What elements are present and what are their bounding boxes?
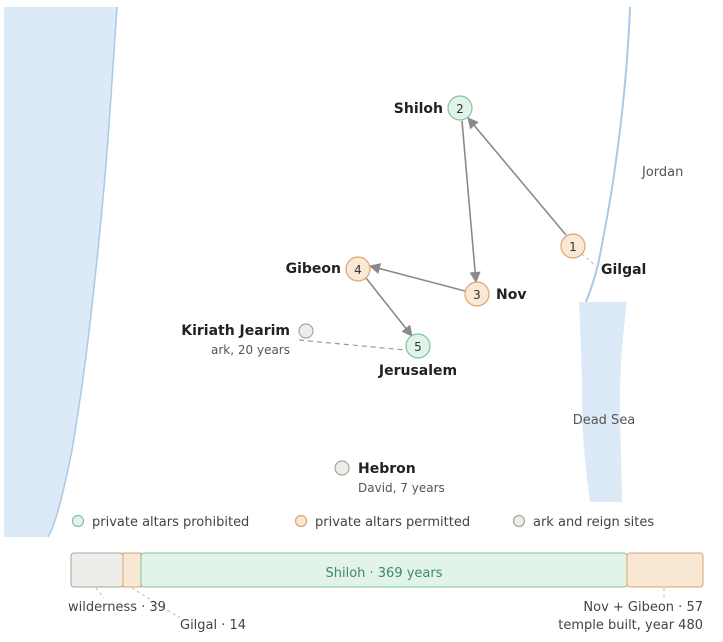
- route-arrow-nov-gibeon: [368, 263, 466, 292]
- timeline-segment-nov-gibeon[interactable]: [626, 552, 704, 588]
- site-marker-kiriath-jearim[interactable]: [298, 323, 314, 339]
- site-number-gilgal: 1: [569, 240, 577, 254]
- timeline-label-gilgal: Gilgal · 14: [180, 618, 246, 633]
- site-shiloh[interactable]: 2 Shiloh: [394, 95, 473, 121]
- site-number-gibeon: 4: [354, 263, 362, 277]
- legend-label-permitted: private altars permitted: [315, 515, 470, 530]
- site-name-nov: Nov: [496, 287, 526, 303]
- timeline-segment-wilderness[interactable]: [70, 552, 124, 588]
- timeline-end-note: temple built, year 480: [558, 618, 703, 633]
- route-arrow-shiloh-nov: [461, 120, 481, 284]
- site-marker-hebron[interactable]: [334, 460, 350, 476]
- site-nov[interactable]: 3 Nov: [464, 281, 526, 307]
- mediterranean-sea: [4, 7, 117, 537]
- site-hebron[interactable]: Hebron David, 7 years: [334, 460, 445, 495]
- site-name-shiloh: Shiloh: [394, 101, 443, 117]
- ark-link-kiriath-jearim-jerusalem: [298, 339, 406, 351]
- legend-label-prohibited: private altars prohibited: [92, 515, 249, 530]
- site-marker-shiloh[interactable]: [447, 95, 473, 121]
- site-gibeon[interactable]: 4 Gibeon: [286, 256, 371, 282]
- timeline-label-shiloh: Shiloh · 369 years: [325, 566, 442, 581]
- jordan-river: [585, 6, 631, 303]
- site-marker-jerusalem[interactable]: [405, 333, 431, 359]
- dead-sea: [579, 302, 627, 502]
- site-note-hebron: David, 7 years: [358, 481, 445, 495]
- timeline: Shiloh · 369 years wilderness · 39 Gilga…: [68, 552, 704, 633]
- timeline-segment-gilgal[interactable]: [122, 552, 142, 588]
- gilgal-leader: [581, 253, 597, 267]
- site-number-nov: 3: [473, 288, 481, 302]
- timeline-leader-wilderness: [95, 587, 105, 599]
- site-number-shiloh: 2: [456, 102, 464, 116]
- site-jerusalem[interactable]: 5 Jerusalem: [378, 333, 457, 379]
- site-kiriath-jearim[interactable]: Kiriath Jearim ark, 20 years: [181, 323, 314, 357]
- site-marker-nov[interactable]: [464, 281, 490, 307]
- timeline-label-nov-gibeon: Nov + Gibeon · 57: [583, 600, 703, 615]
- legend-swatch-prohibited: [71, 514, 85, 528]
- site-name-gibeon: Gibeon: [286, 261, 341, 277]
- timeline-label-wilderness: wilderness · 39: [68, 600, 166, 615]
- route-arrow-gilgal-shiloh: [467, 117, 567, 236]
- legend-swatch-ark: [512, 514, 526, 528]
- coastline: [47, 6, 118, 538]
- site-gilgal[interactable]: 1 Gilgal: [560, 233, 646, 278]
- jordan-label: Jordan: [641, 165, 683, 180]
- route-arrow-gibeon-jerusalem: [365, 277, 413, 337]
- site-note-kiriath-jearim: ark, 20 years: [211, 343, 290, 357]
- legend-swatch-permitted: [294, 514, 308, 528]
- site-name-gilgal: Gilgal: [601, 262, 646, 278]
- site-name-hebron: Hebron: [358, 461, 416, 477]
- site-name-jerusalem: Jerusalem: [378, 363, 457, 379]
- dead-sea-label: Dead Sea: [573, 413, 636, 428]
- site-marker-gilgal[interactable]: [560, 233, 586, 259]
- legend: private altars prohibited private altars…: [71, 514, 654, 530]
- site-marker-gibeon[interactable]: [345, 256, 371, 282]
- legend-label-ark: ark and reign sites: [533, 515, 654, 530]
- site-number-jerusalem: 5: [414, 340, 422, 354]
- site-name-kiriath-jearim: Kiriath Jearim: [181, 323, 290, 339]
- route-arrows: [365, 117, 567, 337]
